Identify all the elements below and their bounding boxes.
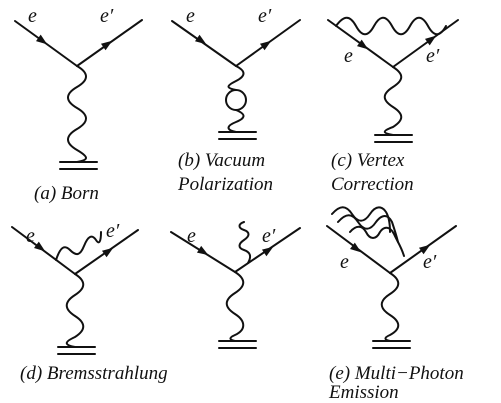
- incoming-electron-label: e: [187, 225, 196, 247]
- emitted-photon: [55, 231, 102, 261]
- diagram-c-vertex-correction: e e′ (c) Vertex Correction: [327, 16, 459, 195]
- outgoing-electron-label: e′: [258, 5, 272, 27]
- caption-d-line1: (d) Bremsstrahlung: [20, 363, 168, 384]
- outgoing-electron-line: [392, 19, 459, 68]
- diagram-d-bremsstrahlung: e e′ (d) Bremsstrahlung: [11, 220, 168, 384]
- outgoing-electron-label: e′: [100, 5, 114, 27]
- emitted-photon-3: [349, 225, 405, 257]
- photon-propagator: [380, 272, 400, 342]
- photon-propagator: [65, 273, 85, 348]
- photon-propagator: [225, 271, 245, 342]
- diagram-e-multi-photon-emission: e e′ (e) Multi−Photon Emission: [326, 206, 464, 403]
- emitted-photon-2: [337, 214, 399, 243]
- incoming-electron-label: e: [28, 5, 37, 27]
- incoming-electron-label: e: [344, 45, 353, 67]
- caption-e-line2: Emission: [328, 382, 399, 403]
- caption-c-line2: Correction: [331, 174, 414, 195]
- incoming-electron-label: e: [340, 251, 349, 273]
- incoming-electron-label: e: [26, 225, 35, 247]
- vacuum-polarization-loop: [225, 89, 247, 111]
- caption-e-line1: (e) Multi−Photon: [329, 363, 464, 384]
- outgoing-electron-label: e′: [262, 225, 276, 247]
- diagram-a-born: e e′ (a) Born: [14, 5, 143, 204]
- outgoing-electron-label: e′: [423, 251, 437, 273]
- photon-propagator: [67, 65, 87, 163]
- outgoing-electron-label: e′: [106, 220, 120, 242]
- caption-a-line1: (a) Born: [34, 183, 99, 204]
- emitted-photon: [238, 221, 252, 264]
- photon-propagator-lower: [227, 109, 245, 133]
- caption-b-line2: Polarization: [177, 174, 273, 195]
- outgoing-electron-label: e′: [426, 45, 440, 67]
- caption-c-line1: (c) Vertex: [331, 150, 405, 171]
- virtual-photon: [335, 16, 447, 36]
- incoming-arrow: [196, 245, 211, 259]
- diagram-d-bremsstrahlung-second: e e′: [170, 221, 301, 349]
- photon-propagator-upper: [227, 65, 245, 91]
- photon-propagator: [383, 66, 403, 136]
- diagram-b-vacuum-polarization: e e′ (b) Vacuum Polarization: [171, 5, 301, 195]
- incoming-electron-label: e: [186, 5, 195, 27]
- caption-b-line1: (b) Vacuum: [178, 150, 265, 171]
